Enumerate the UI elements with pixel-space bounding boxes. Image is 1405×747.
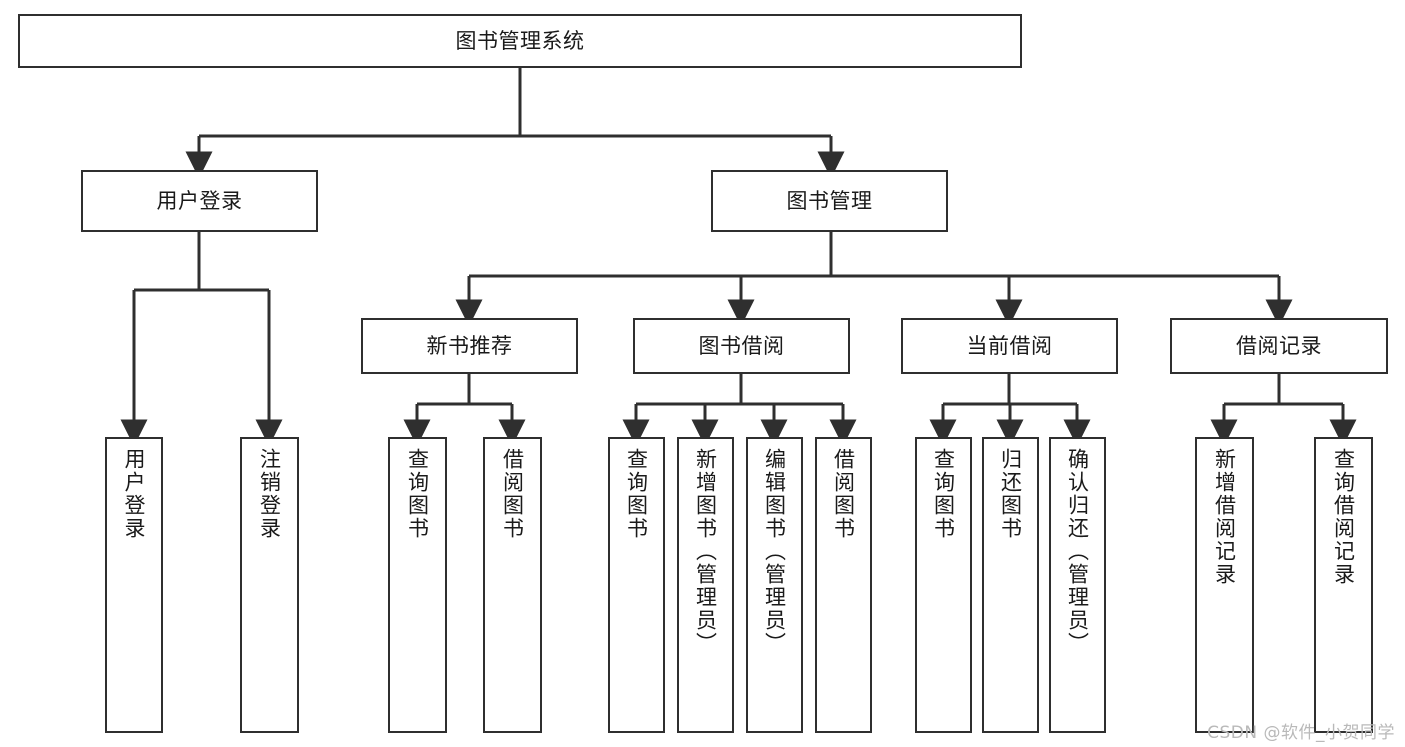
leaf-edit-book-label: 编辑图书（管理员） — [762, 448, 787, 655]
leaf-query-book-1-label: 查询图书 — [405, 448, 430, 540]
leaf-borrow-book-2[interactable]: 借阅图书 — [815, 437, 872, 733]
node-root[interactable]: 图书管理系统 — [18, 14, 1022, 68]
node-user-login-label: 用户登录 — [156, 188, 243, 213]
node-root-label: 图书管理系统 — [455, 28, 585, 53]
node-new-book-rec-label: 新书推荐 — [426, 333, 513, 358]
leaf-query-book-2[interactable]: 查询图书 — [608, 437, 665, 733]
node-new-book-rec[interactable]: 新书推荐 — [361, 318, 578, 374]
leaf-query-book-3-label: 查询图书 — [931, 448, 956, 540]
leaf-edit-book[interactable]: 编辑图书（管理员） — [746, 437, 803, 733]
leaf-return-book[interactable]: 归还图书 — [982, 437, 1039, 733]
leaf-add-record-label: 新增借阅记录 — [1212, 448, 1237, 586]
leaf-return-book-label: 归还图书 — [998, 448, 1023, 540]
leaf-query-record[interactable]: 查询借阅记录 — [1314, 437, 1373, 733]
leaf-confirm-return[interactable]: 确认归还（管理员） — [1049, 437, 1106, 733]
leaf-query-record-label: 查询借阅记录 — [1331, 448, 1356, 586]
node-user-login[interactable]: 用户登录 — [81, 170, 318, 232]
leaf-logout-label: 注销登录 — [257, 448, 282, 540]
node-current-borrow[interactable]: 当前借阅 — [901, 318, 1118, 374]
node-book-manage-label: 图书管理 — [786, 188, 873, 213]
leaf-add-record[interactable]: 新增借阅记录 — [1195, 437, 1254, 733]
leaf-borrow-book-1-label: 借阅图书 — [500, 448, 525, 540]
node-book-manage[interactable]: 图书管理 — [711, 170, 948, 232]
watermark: CSDN @软件_小贺同学 — [1207, 723, 1395, 743]
leaf-logout[interactable]: 注销登录 — [240, 437, 299, 733]
leaf-query-book-2-label: 查询图书 — [624, 448, 649, 540]
node-current-borrow-label: 当前借阅 — [966, 333, 1053, 358]
node-book-borrow[interactable]: 图书借阅 — [633, 318, 850, 374]
leaf-query-book-1[interactable]: 查询图书 — [388, 437, 447, 733]
leaf-user-login[interactable]: 用户登录 — [105, 437, 163, 733]
leaf-add-book-label: 新增图书（管理员） — [693, 448, 718, 655]
node-book-borrow-label: 图书借阅 — [698, 333, 785, 358]
node-borrow-record-label: 借阅记录 — [1236, 333, 1322, 358]
leaf-borrow-book-1[interactable]: 借阅图书 — [483, 437, 542, 733]
leaf-borrow-book-2-label: 借阅图书 — [831, 448, 856, 540]
leaf-add-book[interactable]: 新增图书（管理员） — [677, 437, 734, 733]
leaf-confirm-return-label: 确认归还（管理员） — [1065, 448, 1090, 655]
leaf-user-login-label: 用户登录 — [122, 448, 147, 540]
leaf-query-book-3[interactable]: 查询图书 — [915, 437, 972, 733]
node-borrow-record[interactable]: 借阅记录 — [1170, 318, 1388, 374]
